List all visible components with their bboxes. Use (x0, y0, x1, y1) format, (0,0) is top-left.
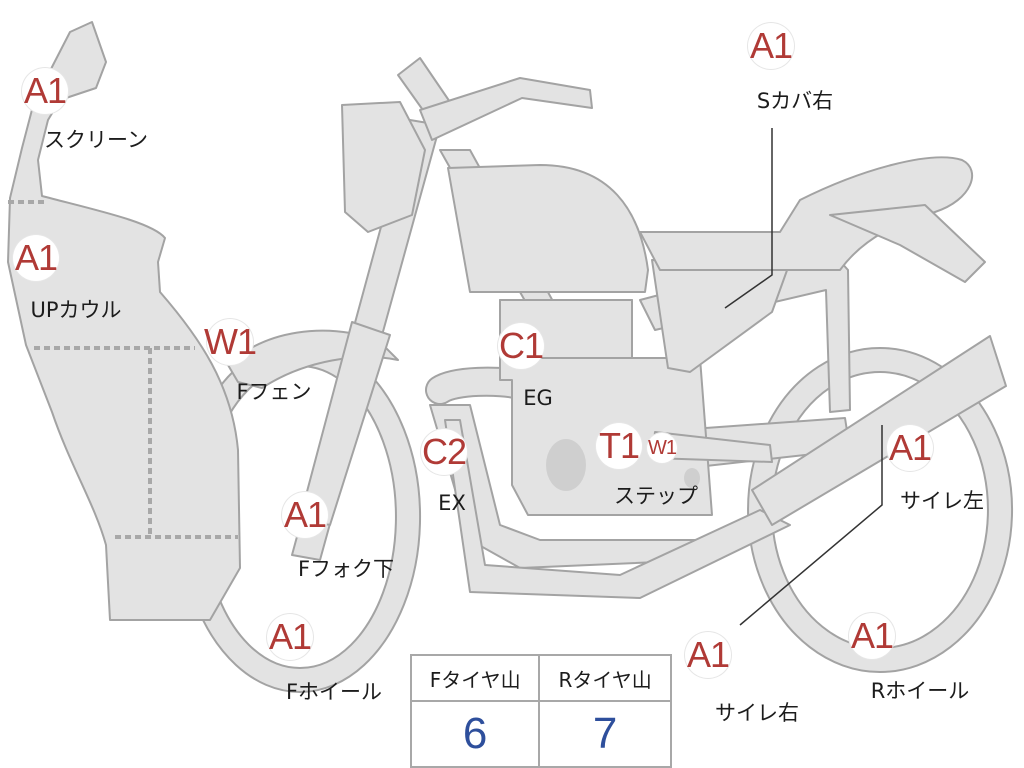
exhaust-bottom (444, 419, 791, 599)
grade-badge-rear-wheel: A1 (849, 613, 895, 659)
part-label-screen: スクリーン (44, 128, 148, 152)
fuel-tank-shape (447, 164, 649, 293)
exhaust-inner (427, 368, 533, 403)
fairing-shape (7, 21, 241, 621)
leader-side-cover (724, 128, 773, 309)
upper-bar-shape (419, 77, 593, 141)
grade-badge-engine: C1 (498, 323, 544, 369)
grade-badge-front-fender: W1 (204, 319, 257, 365)
part-label-rear-wheel: Rホイール (870, 679, 970, 703)
part-label-muffler-left: サイレ左 (900, 489, 984, 513)
part-label-front-fender: Fフェン (236, 380, 312, 404)
rear-tire-tread-header: Rタイヤ山 (538, 654, 672, 702)
muffler-shape (751, 335, 1007, 526)
front-tire-tread-header: Fタイヤ山 (409, 654, 541, 702)
rear-fender-shape (829, 204, 986, 283)
part-label-front-wheel: Fホイール (285, 680, 383, 704)
grade-badge-front-fork: A1 (282, 492, 328, 538)
part-label-upper-cowl: UPカウル (30, 298, 122, 322)
part-label-front-fork: Fフォク下 (297, 557, 395, 581)
grade-badge-side-cover-right: A1 (748, 23, 794, 69)
grade-badge-exhaust: C2 (421, 429, 467, 475)
part-label-step: ステップ (614, 484, 698, 508)
leader-muffler-left (739, 425, 883, 626)
grade-badge-upper-cowl: A1 (13, 235, 59, 281)
tire-tread-header-row: Fタイヤ山 Rタイヤ山 (409, 654, 672, 702)
grade-badge-muffler-right: A1 (685, 632, 731, 678)
grade-badge-step: T1 (596, 423, 642, 469)
grade-badge-front-wheel: A1 (267, 614, 313, 660)
front-tire-tread-value: 6 (409, 700, 541, 768)
headlight-shape (341, 101, 426, 233)
grade-badge-muffler-left: A1 (887, 425, 933, 471)
part-label-exhaust: EX (438, 491, 466, 515)
tire-tread-table: Fタイヤ山 Rタイヤ山 6 7 (409, 654, 672, 768)
engine-cover (546, 439, 586, 491)
grade-badge-screen: A1 (22, 68, 68, 114)
footrest-knob (684, 468, 700, 488)
grade-badge-step-secondary: W1 (647, 433, 677, 463)
part-label-engine: EG (523, 386, 553, 410)
part-label-side-cover-right: Sカバ右 (756, 89, 834, 113)
part-label-muffler-right: サイレ右 (715, 701, 799, 725)
tire-tread-value-row: 6 7 (409, 700, 672, 768)
rear-tire-tread-value: 7 (538, 700, 672, 768)
fork-lower (299, 321, 391, 526)
seat-shape (639, 156, 973, 271)
